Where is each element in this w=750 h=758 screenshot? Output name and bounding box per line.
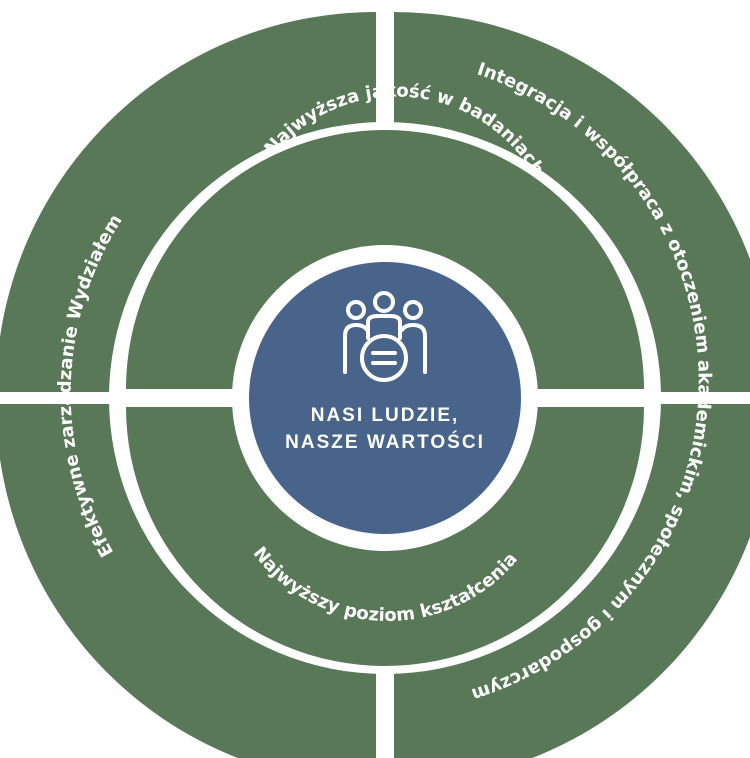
people-group-icon: [343, 291, 427, 382]
center-circle: [249, 262, 521, 534]
center-title-line2: NASZE WARTOŚCI: [285, 431, 485, 453]
center-title-line1: NASI LUDZIE,: [311, 405, 460, 426]
